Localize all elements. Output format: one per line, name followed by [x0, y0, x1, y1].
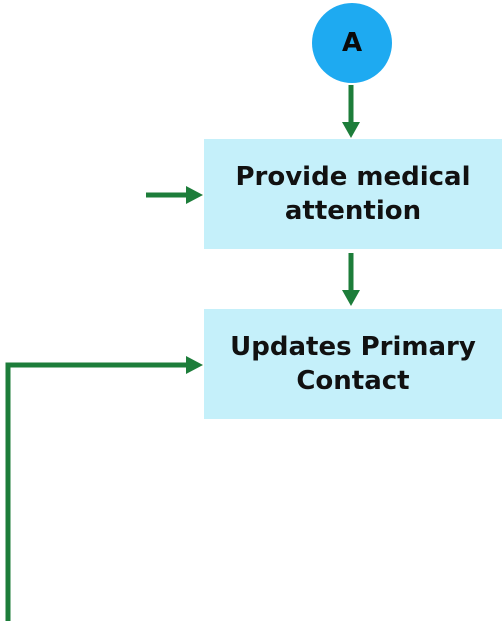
- arrow-loop-into-update: [5, 362, 190, 621]
- arrowhead-a-to-medical: [342, 122, 360, 138]
- arrowhead-left-into-medical: [186, 186, 203, 204]
- connector-a-label: A: [341, 28, 363, 58]
- connector-a: A: [312, 3, 392, 83]
- process-provide-medical-attention: Provide medical attention: [204, 139, 502, 249]
- process-updates-primary-contact: Updates Primary Contact: [204, 309, 502, 419]
- arrowhead-medical-to-update: [342, 290, 360, 306]
- process-label: Updates Primary Contact: [230, 332, 476, 396]
- process-label: Provide medical attention: [235, 162, 471, 226]
- arrowhead-loop-into-update: [186, 356, 203, 374]
